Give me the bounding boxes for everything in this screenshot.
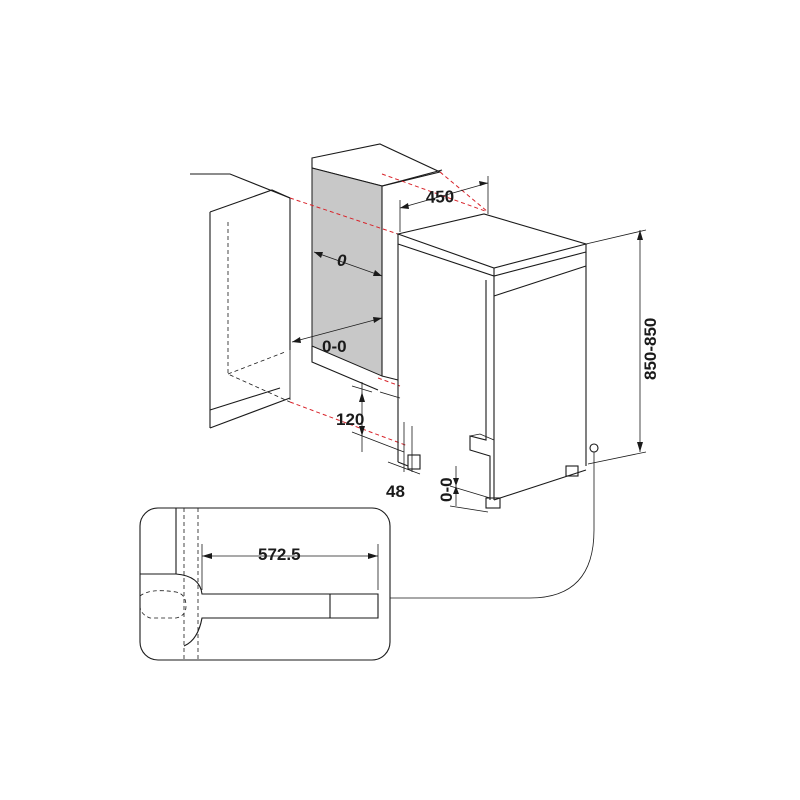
detail-box: 572.5 [139,507,391,661]
foot-adjust-label: 0-0 [437,477,456,502]
plinth-height-label: 120 [336,410,364,429]
dim-niche-offset: 0-0 [291,317,383,356]
door-depth-label: 572.5 [258,545,301,564]
dim-plinth-depth: 48 [386,422,421,501]
niche-depth-label: 0 [337,251,347,270]
detail-marker-icon [589,443,599,453]
dim-height: 850-850 [585,229,660,465]
dim-niche-depth: 0 [313,251,383,277]
dishwasher [396,213,589,509]
dim-foot-adjust: 0-0 [437,466,491,513]
dim-plinth-height: 120 [336,382,405,453]
alignment-guides [289,171,489,447]
dim-width: 450 [399,176,489,232]
niche-wall [311,143,443,391]
left-cabinet [190,173,291,429]
niche-offset-label: 0-0 [322,337,347,356]
width-label: 450 [425,187,454,207]
height-label: 850-850 [641,318,660,380]
plinth-depth-label: 48 [386,482,405,501]
detail-leader [390,443,599,599]
